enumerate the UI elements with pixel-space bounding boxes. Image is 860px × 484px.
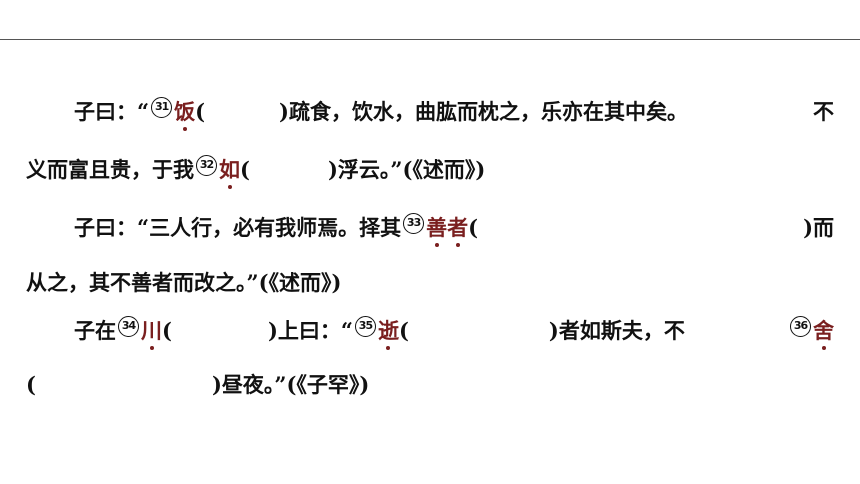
- text-segment: (: [398, 318, 409, 343]
- text-segment: 子曰：“三人行，必有我师焉。择其: [74, 215, 402, 240]
- annotation-number-33: 33: [403, 213, 425, 234]
- keyword-she: 舍: [813, 311, 834, 351]
- text-line-4: 从之，其不善者而改之。”(《述而》): [26, 263, 341, 303]
- text-segment: 不: [813, 99, 834, 124]
- keyword-shi: 逝: [378, 311, 399, 351]
- text-segment: )者如斯夫，不: [548, 318, 685, 343]
- text-segment: )而: [803, 215, 834, 240]
- keyword-fan: 饭: [174, 92, 195, 132]
- keyword-zhe: 者: [447, 208, 468, 248]
- annotation-number-32: 32: [196, 155, 217, 176]
- annotation-number-36: 36: [790, 316, 811, 337]
- text-segment: (: [195, 99, 206, 124]
- top-divider: [0, 39, 860, 40]
- text-segment: (: [240, 157, 250, 182]
- keyword-chuan: 川: [141, 311, 162, 351]
- annotation-number-34: 34: [118, 316, 139, 337]
- text-segment: )昼夜。”(《子罕》): [211, 372, 370, 397]
- text-segment: )浮云。”(《述而》): [327, 157, 486, 182]
- text-segment: (: [162, 318, 172, 343]
- keyword-shan: 善: [426, 208, 447, 248]
- annotation-number-35: 35: [354, 316, 376, 337]
- text-segment: )上曰：“: [267, 318, 353, 343]
- text-line-6: ( )昼夜。”(《子罕》): [26, 365, 369, 405]
- text-segment: (: [468, 215, 479, 240]
- text-segment: 义而富且贵，于我: [26, 157, 194, 182]
- text-segment: (: [26, 372, 36, 397]
- annotation-number-31: 31: [151, 97, 173, 118]
- text-segment: )疏食，饮水，曲肱而枕之，乐亦在其中矣。: [279, 99, 688, 124]
- text-segment: 子曰：“: [74, 99, 150, 124]
- keyword-ru: 如: [219, 150, 240, 190]
- text-segment: 从之，其不善者而改之。”(《述而》): [26, 270, 342, 295]
- text-segment: 子在: [74, 318, 116, 343]
